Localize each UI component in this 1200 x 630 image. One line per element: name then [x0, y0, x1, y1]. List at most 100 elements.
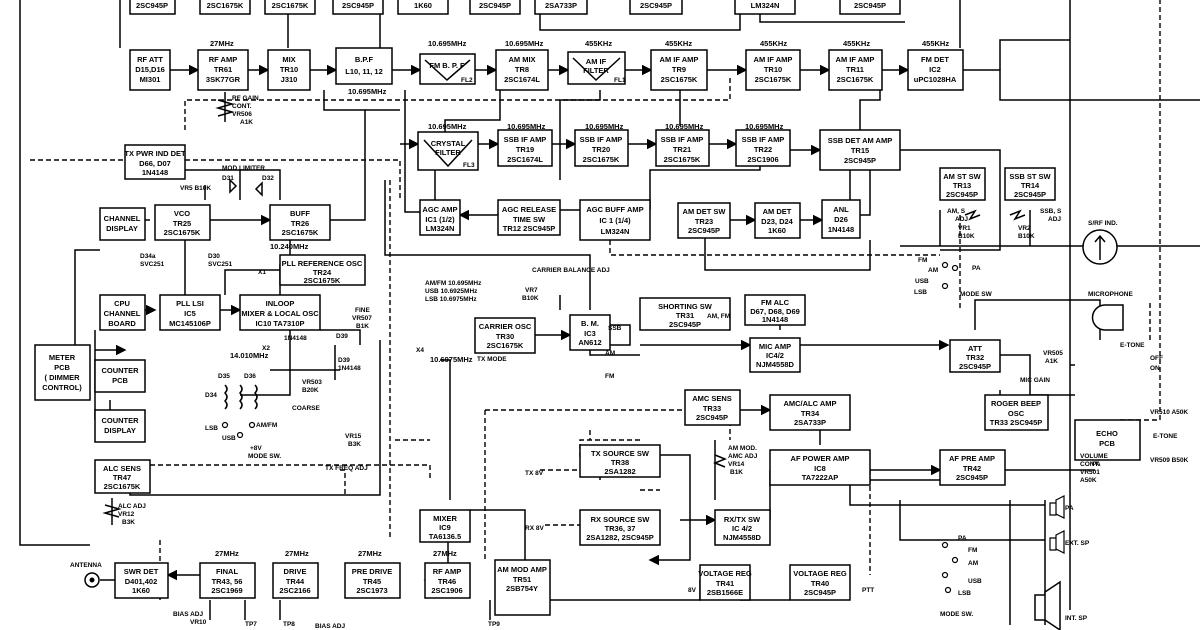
svg-text:VR509 B50K: VR509 B50K	[1150, 457, 1189, 464]
svg-text:AM: AM	[605, 350, 615, 357]
svg-text:MIX: MIX	[282, 55, 295, 64]
svg-text:3SK77GR: 3SK77GR	[206, 75, 241, 84]
svg-text:FM DET: FM DET	[921, 55, 949, 64]
svg-text:SVC251: SVC251	[208, 261, 233, 268]
am-if-amp-tr10-block: AM IF AMP TR10 2SC1675K	[745, 49, 801, 91]
svg-text:IC3: IC3	[584, 329, 596, 338]
svg-text:PA: PA	[1092, 461, 1101, 468]
svg-text:10.695MHz: 10.695MHz	[585, 122, 624, 131]
am-det-sw-block: AM DET SW TR23 2SC945P	[677, 202, 731, 239]
svg-text:LSB: LSB	[205, 425, 218, 432]
svg-text:10.240MHz: 10.240MHz	[270, 242, 309, 251]
svg-text:INT. SP: INT. SP	[1065, 615, 1088, 622]
svg-text:TR22: TR22	[754, 145, 772, 154]
svg-text:27MHz: 27MHz	[433, 549, 457, 558]
meter-pcb-block: METER PCB ( DIMMER CONTROL)	[34, 344, 91, 401]
svg-text:FL2: FL2	[461, 77, 473, 84]
fm-alc-block: FM ALC D67, D68, D69 1N4148	[744, 294, 806, 326]
svg-text:TR11: TR11	[846, 65, 864, 74]
svg-text:455KHz: 455KHz	[585, 39, 612, 48]
svg-text:SSB IF AMP: SSB IF AMP	[661, 135, 704, 144]
top-label: 2SC1675K	[207, 1, 244, 10]
svg-text:USB: USB	[915, 278, 929, 285]
svg-text:VR510 A50K: VR510 A50K	[1150, 409, 1188, 416]
ssb-det-block: SSB DET AM AMP TR15 2SC945P	[819, 129, 901, 171]
mic-amp-block: MIC AMP IC4/2 NJM4558D	[749, 337, 801, 373]
svg-text:FL1: FL1	[614, 77, 626, 84]
svg-text:D30: D30	[208, 253, 220, 260]
svg-text:D23, D24: D23, D24	[761, 217, 794, 226]
svg-text:PA: PA	[958, 535, 967, 542]
svg-text:2SC945P: 2SC945P	[669, 320, 701, 329]
svg-text:INLOOP: INLOOP	[266, 299, 295, 308]
svg-text:TP8: TP8	[283, 621, 295, 628]
svg-text:X2: X2	[262, 345, 270, 352]
svg-text:CPU: CPU	[114, 299, 130, 308]
svg-text:2SC945P: 2SC945P	[688, 226, 720, 235]
svg-text:TR30: TR30	[496, 332, 514, 341]
svg-text:TR15: TR15	[851, 146, 869, 155]
svg-text:2SC1675K: 2SC1675K	[164, 228, 201, 237]
am-st-sw-block: AM ST SW TR13 2SC945P	[939, 167, 986, 201]
svg-text:D36: D36	[244, 373, 256, 380]
svg-text:TX SOURCE SW: TX SOURCE SW	[591, 449, 650, 458]
svg-text:MICROPHONE: MICROPHONE	[1088, 291, 1133, 298]
svg-text:AM IF AMP: AM IF AMP	[836, 55, 875, 64]
svg-text:PCB: PCB	[54, 363, 70, 372]
svg-text:D35: D35	[218, 373, 230, 380]
svg-text:B10K: B10K	[522, 295, 539, 302]
am-det-block: AM DET D23, D24 1K60	[754, 202, 801, 239]
svg-text:MC145106P: MC145106P	[169, 319, 211, 328]
svg-text:AM/FM: AM/FM	[256, 422, 277, 429]
svg-text:2SA1282, 2SC945P: 2SA1282, 2SC945P	[586, 533, 654, 542]
svg-text:AM, FM: AM, FM	[707, 313, 730, 320]
svg-text:FM B. P. F: FM B. P. F	[429, 61, 465, 70]
svg-text:TIME SW: TIME SW	[513, 215, 546, 224]
svg-text:EXT. SP: EXT. SP	[1065, 540, 1090, 547]
fm-det-block: FM DET IC2 uPC1028HA	[907, 49, 964, 91]
svg-text:TR23: TR23	[695, 217, 713, 226]
svg-text:AGC AMP: AGC AMP	[422, 205, 457, 214]
svg-text:1N4148: 1N4148	[762, 315, 788, 324]
svg-text:METER: METER	[49, 353, 76, 362]
svg-text:NJM4558D: NJM4558D	[756, 360, 795, 369]
svg-text:IC2: IC2	[929, 65, 941, 74]
svg-text:MIXER & LOCAL OSC: MIXER & LOCAL OSC	[241, 309, 319, 318]
svg-text:MODE SW.: MODE SW.	[248, 453, 281, 460]
svg-text:TR51: TR51	[513, 575, 531, 584]
svg-text:TR41: TR41	[716, 579, 734, 588]
svg-text:2SC945P: 2SC945P	[696, 413, 728, 422]
svg-text:ATT: ATT	[968, 344, 982, 353]
svg-text:1N4148: 1N4148	[284, 335, 307, 342]
svg-text:2SC945P: 2SC945P	[1014, 190, 1046, 199]
svg-text:SWR DET: SWR DET	[124, 567, 159, 576]
svg-text:AM DET: AM DET	[763, 207, 792, 216]
top-label: 1K60	[414, 1, 432, 10]
svg-text:CONT.: CONT.	[232, 103, 252, 110]
vreg-40-block: VOLTAGE REG TR40 2SC945P	[789, 564, 851, 601]
svg-text:A1K: A1K	[1045, 358, 1058, 365]
ssb-if-tr22-block: SSB IF AMP TR22 2SC1906	[735, 129, 791, 167]
svg-text:B1K: B1K	[730, 469, 743, 476]
svg-text:27MHz: 27MHz	[285, 549, 309, 558]
svg-text:ON: ON	[1150, 365, 1160, 372]
signal-wires	[19, 0, 1200, 625]
svg-text:1K60: 1K60	[132, 586, 150, 595]
svg-text:AM IF AMP: AM IF AMP	[754, 55, 793, 64]
svg-text:ROGER BEEP: ROGER BEEP	[991, 399, 1041, 408]
svg-text:TR45: TR45	[363, 577, 381, 586]
svg-text:CARRIER BALANCE ADJ: CARRIER BALANCE ADJ	[532, 267, 610, 274]
svg-text:27MHz: 27MHz	[210, 39, 234, 48]
svg-text:TR19: TR19	[516, 145, 534, 154]
svg-text:B1K: B1K	[356, 323, 369, 330]
top-label: 2SC945P	[342, 1, 374, 10]
svg-text:2SC945P: 2SC945P	[959, 362, 991, 371]
svg-text:ALC SENS: ALC SENS	[103, 464, 141, 473]
ssb-st-sw-block: SSB ST SW TR14 2SC945P	[1004, 167, 1056, 201]
pre-drive-block: PRE DRIVE TR45 2SC1973	[344, 562, 401, 599]
svg-text:LSB: LSB	[914, 289, 927, 296]
svg-text:CARRIER OSC: CARRIER OSC	[479, 322, 532, 331]
svg-text:TR32: TR32	[966, 353, 984, 362]
af-pre-amp-block: AF PRE AMP TR42 2SC945P	[939, 449, 1006, 486]
svg-text:DISPLAY: DISPLAY	[104, 426, 136, 435]
